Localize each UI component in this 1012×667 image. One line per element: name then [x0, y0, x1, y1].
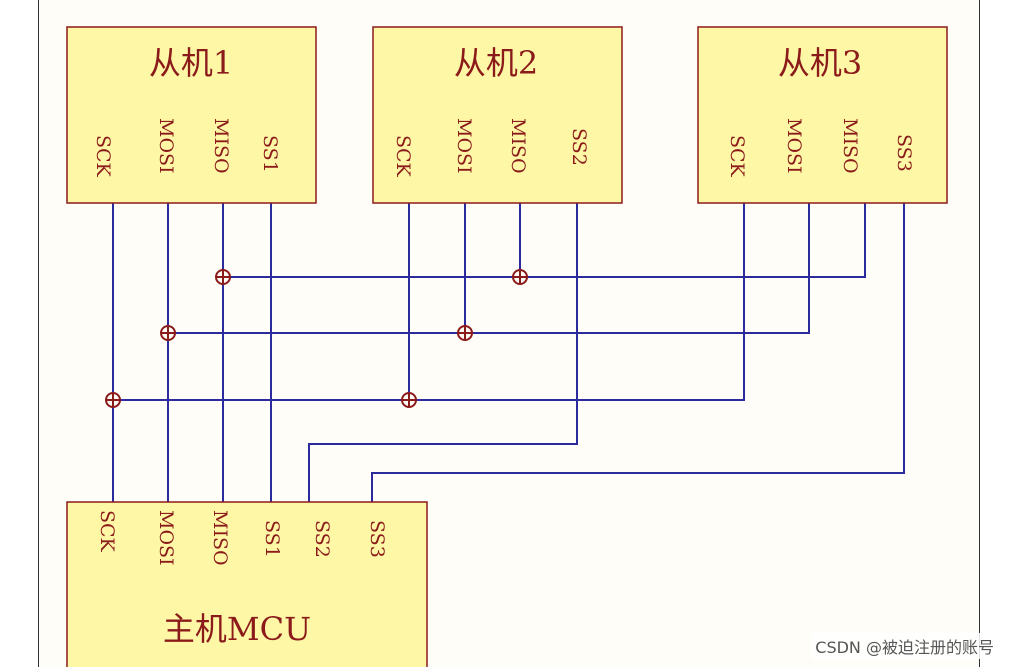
- master-box: 主机MCU SCK MOSI MISO SS1 SS2 SS3: [66, 501, 428, 667]
- slave-2-pin-ss2: SS2: [568, 128, 590, 166]
- junction-miso-s1: [215, 269, 231, 285]
- slave-3-pin-mosi: MOSI: [783, 118, 805, 174]
- slave-3-box: 从机3 SCK MOSI MISO SS3: [697, 26, 948, 204]
- slave-3-pin-ss3: SS3: [893, 134, 915, 172]
- master-pin-ss2: SS2: [311, 520, 333, 558]
- slave-1-pin-miso: MISO: [210, 118, 232, 174]
- junction-miso-s2: [512, 269, 528, 285]
- master-pin-ss3: SS3: [366, 520, 388, 558]
- master-pin-mosi: MOSI: [155, 510, 177, 566]
- wire-s3-ss3: [371, 203, 905, 502]
- wire-s3-mosi: [168, 203, 810, 334]
- slave-2-box: 从机2 SCK MOSI MISO SS2: [372, 26, 623, 204]
- wires: [112, 203, 905, 502]
- slave-1-title: 从机1: [149, 44, 233, 82]
- slave-1-pin-ss1: SS1: [259, 135, 281, 173]
- junction-mosi-s2: [457, 325, 473, 341]
- slave-2-title: 从机2: [454, 44, 538, 82]
- master-pin-sck: SCK: [96, 510, 118, 553]
- master-pin-miso: MISO: [209, 510, 231, 566]
- watermark-text: CSDN @被迫注册的账号: [811, 633, 998, 659]
- slave-3-pin-sck: SCK: [726, 135, 748, 178]
- slave-2-pin-mosi: MOSI: [453, 118, 475, 174]
- junction-sck-s2: [401, 392, 417, 408]
- junction-mosi-s1: [160, 325, 176, 341]
- slave-2-pin-miso: MISO: [507, 118, 529, 174]
- slave-1-pin-mosi: MOSI: [155, 118, 177, 174]
- wire-s3-sck: [113, 203, 745, 401]
- wire-s2-ss2: [308, 203, 578, 502]
- slave-2-pin-sck: SCK: [392, 135, 414, 178]
- master-title: 主机MCU: [163, 610, 311, 648]
- slave-3-pin-miso: MISO: [839, 118, 861, 174]
- slave-1-pin-sck: SCK: [92, 135, 114, 178]
- wire-s3-miso: [223, 203, 866, 278]
- slave-3-title: 从机3: [778, 44, 862, 82]
- slave-1-box: 从机1 SCK MOSI MISO SS1: [66, 26, 317, 204]
- master-pin-ss1: SS1: [261, 520, 283, 558]
- junction-sck-s1: [105, 392, 121, 408]
- junctions: [105, 269, 528, 408]
